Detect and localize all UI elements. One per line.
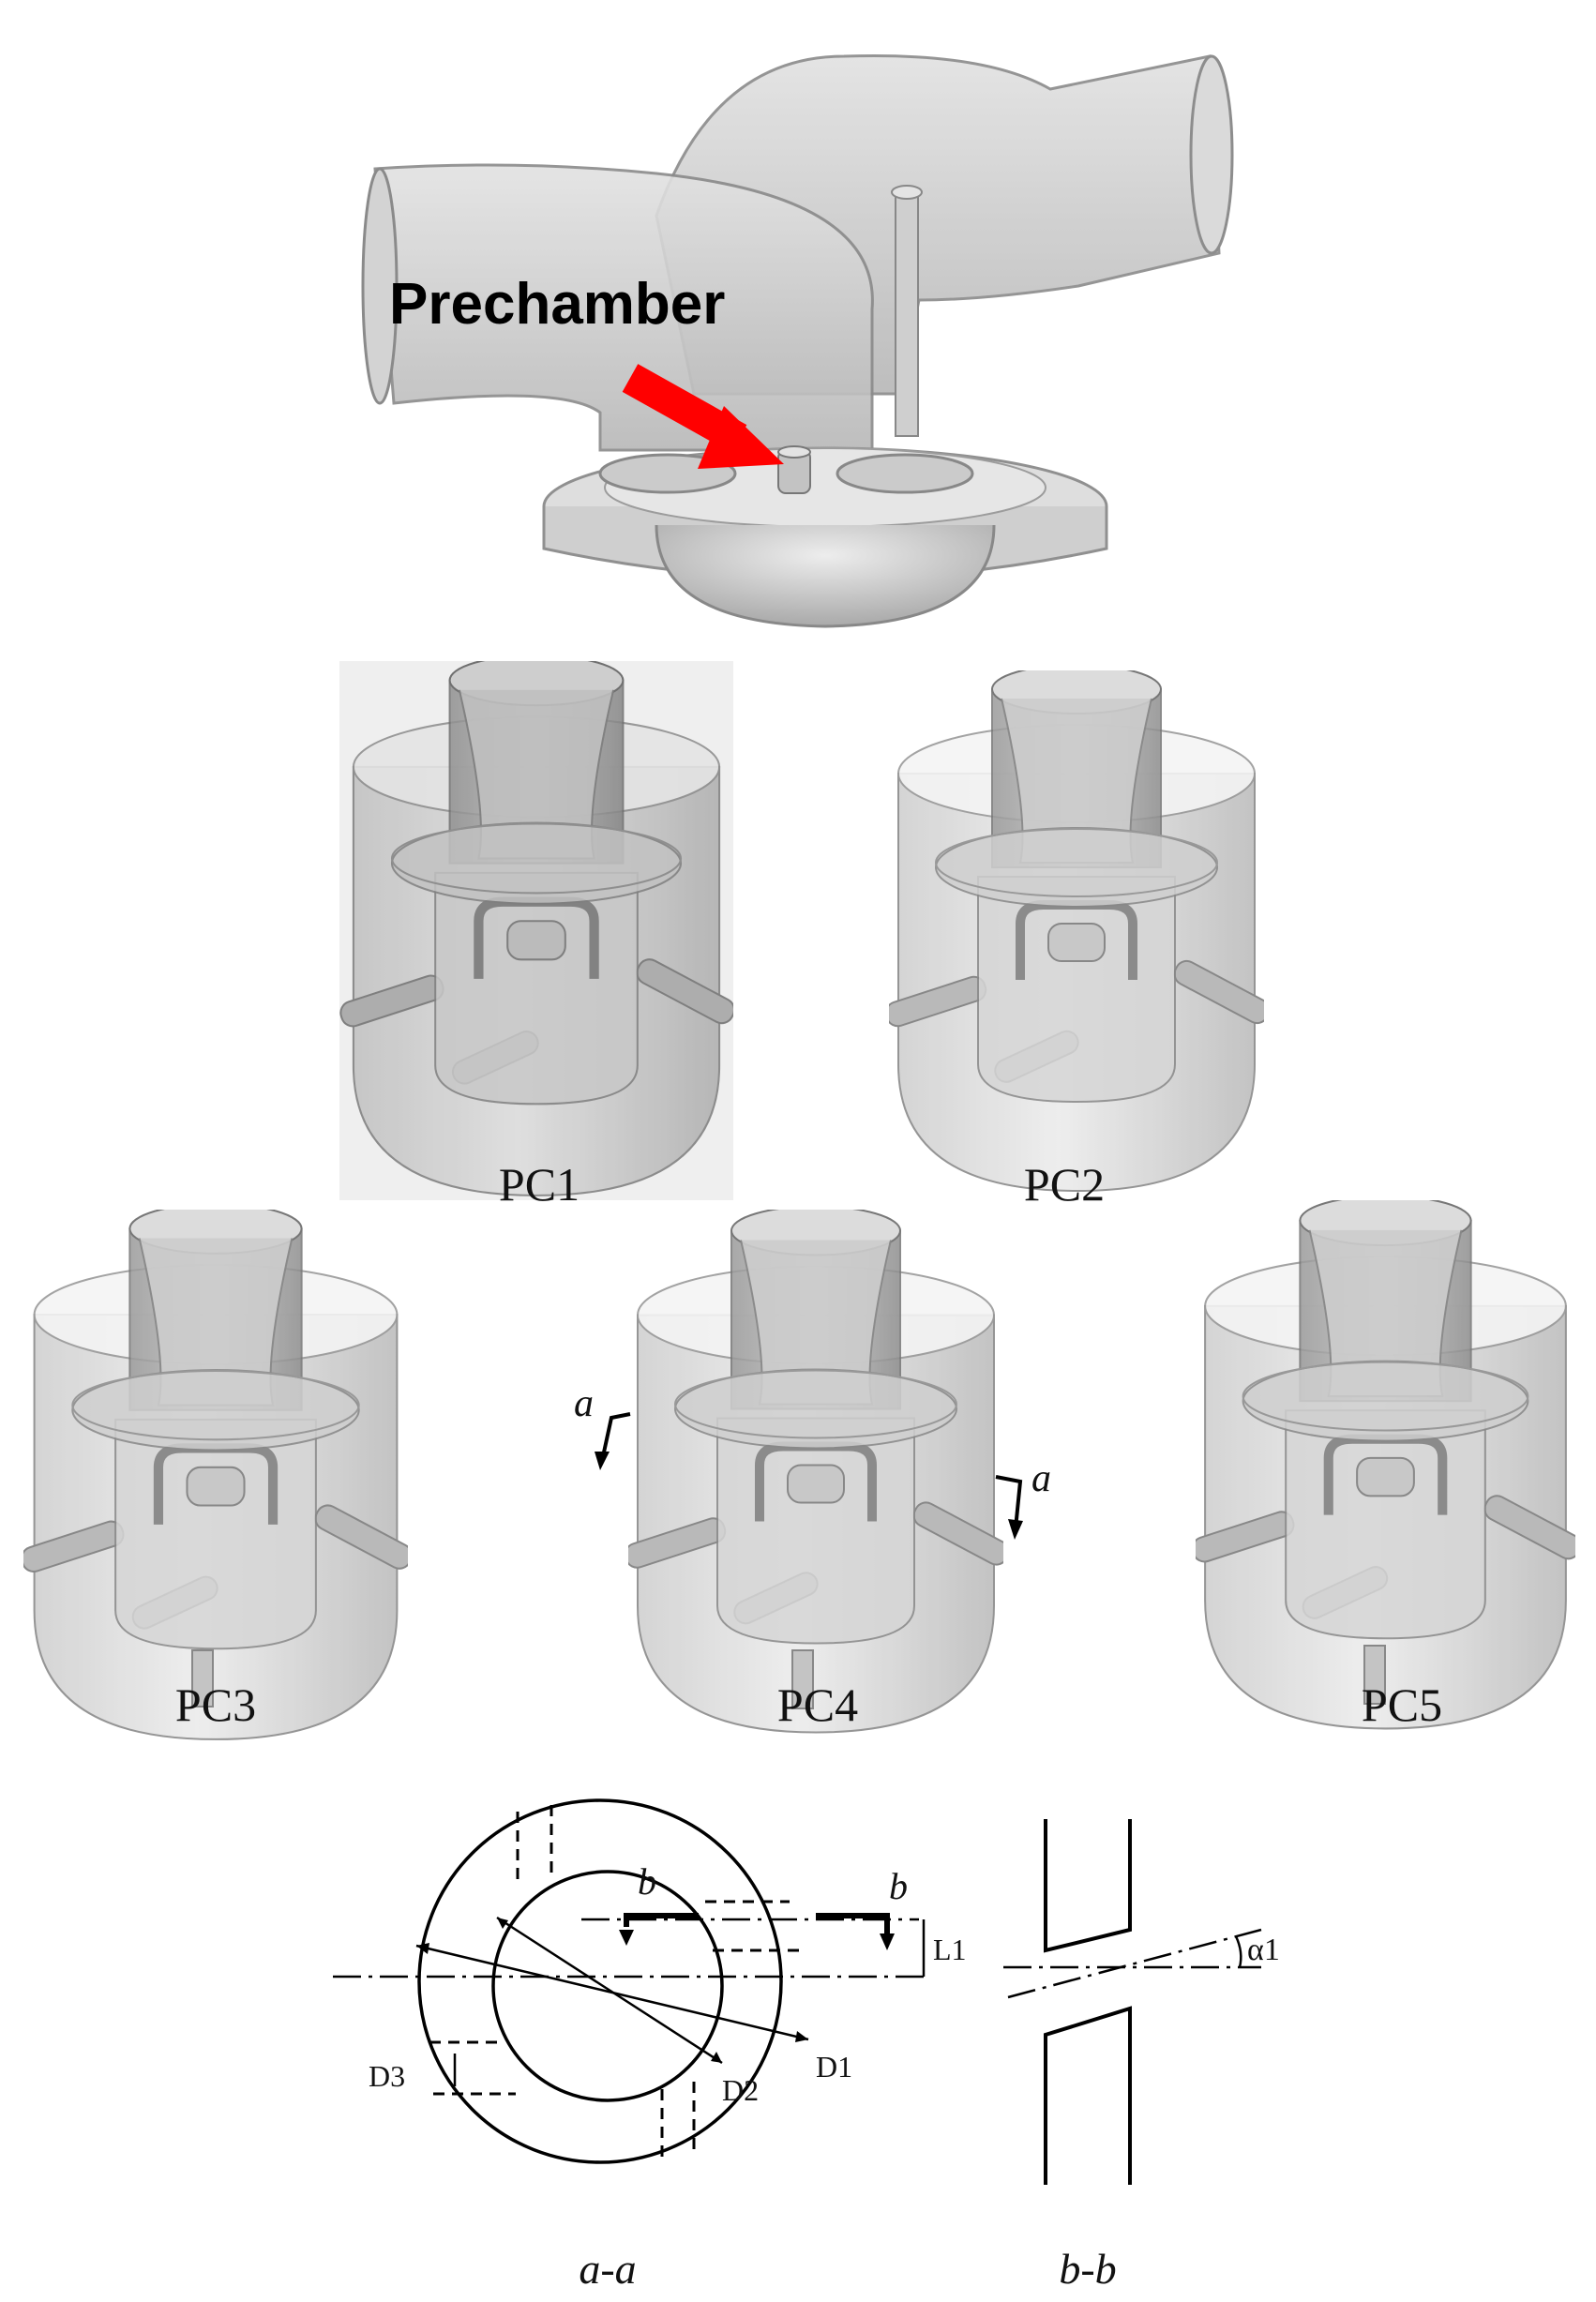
section-aa-mark-b-left: b — [638, 1860, 656, 1903]
section-bb-drawing — [1003, 1819, 1262, 2185]
section-cut-marks — [595, 1412, 1023, 1540]
engine-head-illustration — [361, 53, 1234, 628]
dim-d1: D1 — [816, 2050, 852, 2084]
section-aa-drawing — [333, 1798, 928, 2164]
section-aa-mark-b-right: b — [889, 1865, 908, 1907]
section-aa-arrowheads — [416, 1918, 895, 2063]
prechamber-pc4 — [623, 1207, 1013, 1733]
pc5-label: PC5 — [1362, 1678, 1442, 1731]
prechamber-callout-label: Prechamber — [389, 272, 725, 337]
section-bb-caption: b-b — [1059, 2245, 1116, 2293]
section-mark-right: a — [1031, 1457, 1051, 1500]
prechamber-pc5 — [1190, 1196, 1585, 1728]
pc4-label: PC4 — [777, 1678, 858, 1731]
pc3-label: PC3 — [175, 1678, 256, 1731]
prechamber-pc3 — [19, 1204, 415, 1739]
pc2-label: PC2 — [1024, 1158, 1105, 1211]
section-aa-caption: a-a — [579, 2245, 636, 2293]
angle-alpha1: α1 — [1247, 1933, 1280, 1967]
dim-d3: D3 — [369, 2059, 405, 2093]
dim-d2: D2 — [722, 2073, 759, 2107]
dim-l1: L1 — [933, 1933, 967, 1966]
section-mark-left: a — [574, 1382, 594, 1425]
prechamber-pc2 — [883, 665, 1273, 1191]
prechamber-pc1 — [339, 661, 733, 1200]
callout-arrow — [622, 364, 784, 469]
pc1-label: PC1 — [499, 1158, 580, 1211]
